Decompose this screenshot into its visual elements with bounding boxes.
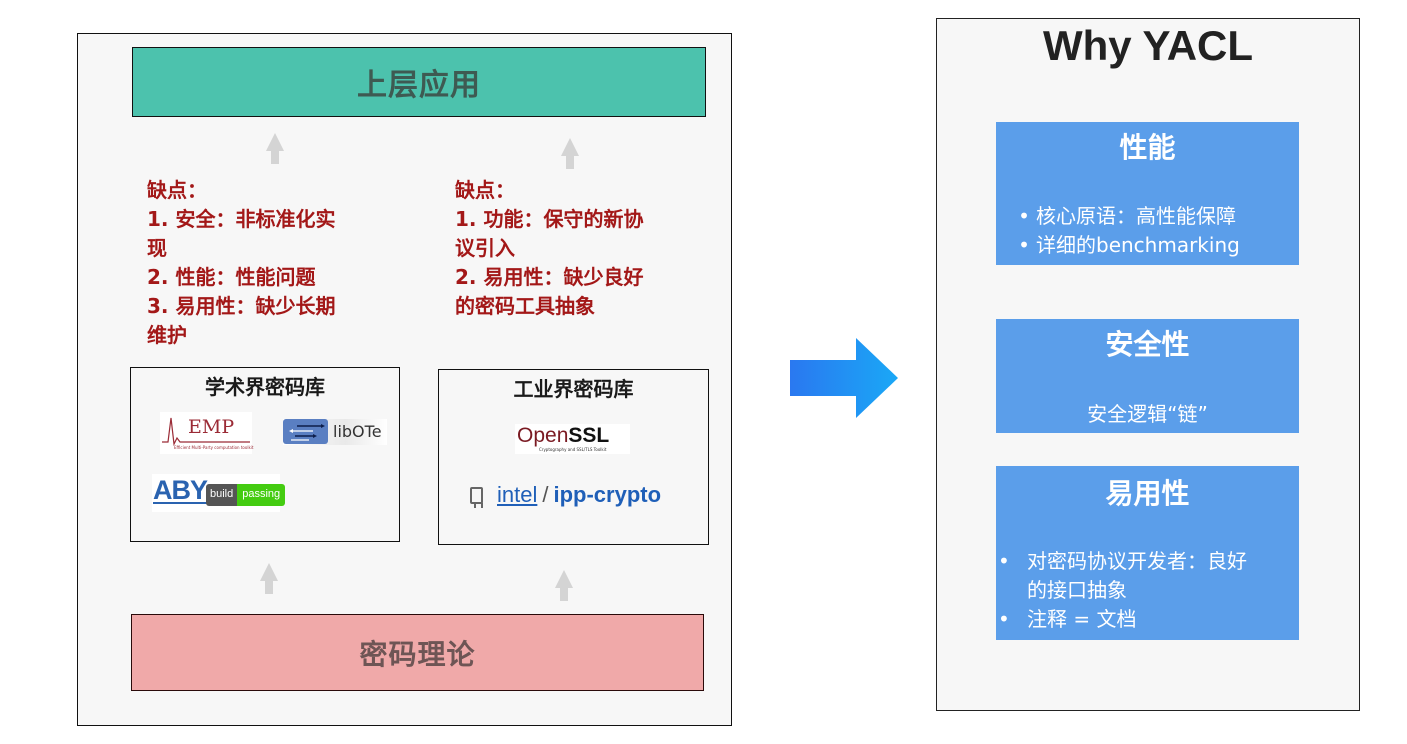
- right-arrow-icon: [790, 338, 898, 418]
- emp-name: EMP: [188, 416, 235, 438]
- openssl-name-ssl: SSL: [568, 424, 610, 447]
- feature-title: 性能: [1119, 131, 1176, 164]
- academic-cons-text: 缺点： 1. 安全：非标准化实 现 2. 性能：性能问题 3. 易用性：缺少长期…: [147, 176, 335, 350]
- industry-library-box: 工业界密码库: [438, 369, 709, 545]
- feature-item-line: 的接口抽象: [1027, 578, 1127, 602]
- feature-item: • 对密码协议开发者：良好的接口抽象: [996, 547, 1299, 605]
- up-arrow-icon: [260, 563, 278, 597]
- cons-line: 2. 性能：性能问题: [147, 265, 316, 289]
- openssl-name-open: Open: [517, 424, 569, 447]
- up-arrow-icon: [266, 133, 284, 167]
- feature-item-line: 对密码协议开发者：良好: [1027, 549, 1247, 573]
- feature-security: 安全性 安全逻辑“链”: [996, 319, 1299, 433]
- academic-library-box: 学术界密码库: [130, 367, 400, 542]
- feature-item-text: 安全逻辑“链”: [1087, 402, 1208, 426]
- feature-performance: 性能 •核心原语：高性能保障 •详细的benchmarking: [996, 122, 1299, 265]
- feature-item: • 注释 = 文档: [996, 605, 1299, 634]
- cons-line: 1. 安全：非标准化实: [147, 207, 336, 231]
- cons-line: 的密码工具抽象: [455, 294, 595, 318]
- feature-items: • 对密码协议开发者：良好的接口抽象 • 注释 = 文档: [996, 547, 1299, 634]
- cons-line: 维护: [147, 323, 187, 347]
- feature-usability: 易用性 • 对密码协议开发者：良好的接口抽象 • 注释 = 文档: [996, 466, 1299, 640]
- repo-icon: [470, 486, 483, 508]
- libote-logo: libOTe: [283, 419, 387, 445]
- bottom-layer-label: 密码理论: [359, 637, 476, 671]
- industry-library-title: 工业界密码库: [513, 377, 634, 401]
- bottom-layer-crypto-theory: 密码理论: [131, 614, 704, 691]
- feature-item: •详细的benchmarking: [1018, 233, 1240, 257]
- emp-logo: EMP Efficient Multi-Party computation to…: [160, 412, 254, 454]
- openssl-logo: OpenSSL Cryptography and SSL/TLS Toolkit: [515, 424, 630, 454]
- top-layer-application: 上层应用: [132, 47, 706, 117]
- ot-arrows-icon: [283, 419, 328, 444]
- repo-separator: /: [542, 482, 549, 507]
- feature-item-text: 详细的benchmarking: [1036, 233, 1240, 257]
- feature-items: •核心原语：高性能保障 •详细的benchmarking: [1012, 202, 1240, 260]
- badge-label: build: [206, 484, 238, 506]
- cons-line: 2. 易用性：缺少良好: [455, 265, 644, 289]
- feature-item-text: 对密码协议开发者：良好的接口抽象: [1027, 547, 1287, 605]
- feature-item: •核心原语：高性能保障: [1018, 204, 1236, 228]
- cons-line: 缺点：: [147, 178, 207, 202]
- feature-title: 易用性: [1105, 477, 1190, 510]
- cons-line: 议引入: [455, 236, 515, 260]
- openssl-name: OpenSSL: [517, 424, 609, 448]
- up-arrow-icon: [555, 570, 573, 604]
- cons-line: 缺点：: [455, 178, 515, 202]
- cons-line: 1. 功能：保守的新协: [455, 207, 644, 231]
- emp-subtitle: Efficient Multi-Party computation toolki…: [174, 445, 254, 450]
- why-yacl-title: Why YACL: [1042, 22, 1254, 69]
- cons-line: 现: [147, 236, 167, 260]
- feature-item-text: 注释 = 文档: [1027, 607, 1137, 631]
- libote-name: libOTe: [333, 422, 382, 441]
- up-arrow-icon: [561, 138, 579, 172]
- ipp-crypto-repo: intel / ipp-crypto: [470, 480, 661, 510]
- aby-name: ABY: [153, 475, 208, 505]
- cons-line: 3. 易用性：缺少长期: [147, 294, 336, 318]
- repo-owner-link[interactable]: intel: [497, 482, 538, 507]
- openssl-subtitle: Cryptography and SSL/TLS Toolkit: [539, 447, 607, 452]
- industry-cons-text: 缺点： 1. 功能：保守的新协 议引入 2. 易用性：缺少良好 的密码工具抽象: [455, 176, 643, 321]
- badge-status: passing: [237, 484, 286, 506]
- feature-item-text: 核心原语：高性能保障: [1036, 204, 1236, 228]
- build-status-badge: build passing: [206, 484, 286, 506]
- repo-name-link[interactable]: ipp-crypto: [553, 482, 662, 507]
- feature-title: 安全性: [1105, 328, 1190, 361]
- aby-logo: ABY build passing: [152, 474, 286, 512]
- heartbeat-icon: [162, 417, 250, 447]
- academic-library-title: 学术界密码库: [205, 375, 325, 399]
- top-layer-label: 上层应用: [357, 68, 481, 103]
